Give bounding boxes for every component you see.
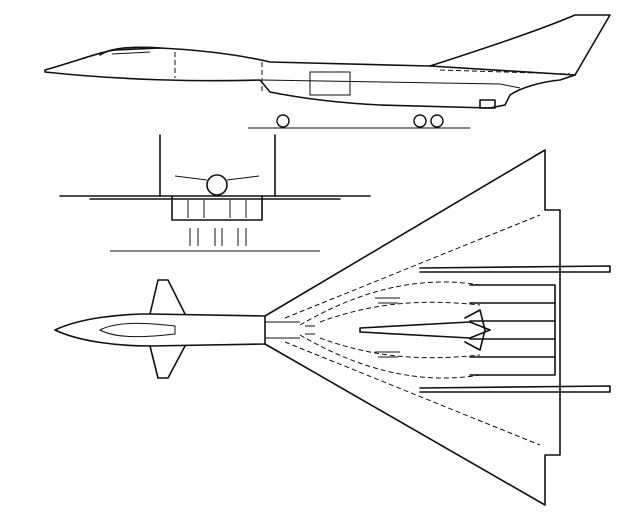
side-intake-box [309, 71, 351, 96]
side-nacelle-line [261, 79, 521, 89]
top-fuselage-detail [265, 321, 315, 339]
front-canards [174, 175, 260, 181]
top-engine-pods [469, 284, 556, 376]
side-main-wheel-2 [430, 114, 444, 128]
top-outer-fin-lower [419, 385, 611, 393]
side-cockpit-window [111, 51, 151, 55]
top-outer-fin-upper [419, 265, 611, 273]
front-view [59, 134, 371, 252]
side-tail-root-dashed [439, 69, 571, 75]
side-view [44, 14, 611, 129]
top-canopy [98, 322, 176, 338]
top-stores-marks [375, 297, 400, 358]
front-gear [189, 228, 247, 246]
side-canopy [99, 46, 161, 56]
front-fuselage [206, 174, 228, 196]
side-vertical-tail [429, 14, 611, 76]
front-intake-dividers [187, 200, 247, 218]
side-ventral-pod [479, 99, 496, 109]
top-missile [359, 309, 491, 351]
top-delta-wing [264, 149, 561, 506]
side-nose-wheel [276, 114, 290, 128]
top-wing-spar-upper [284, 214, 541, 319]
top-fuselage [54, 313, 266, 347]
top-view [54, 149, 611, 506]
top-intake-ducts [299, 281, 481, 379]
top-canard [149, 279, 186, 379]
top-wing-spar-lower [284, 341, 541, 446]
side-main-wheel-1 [413, 114, 427, 128]
front-intakes [171, 195, 263, 221]
